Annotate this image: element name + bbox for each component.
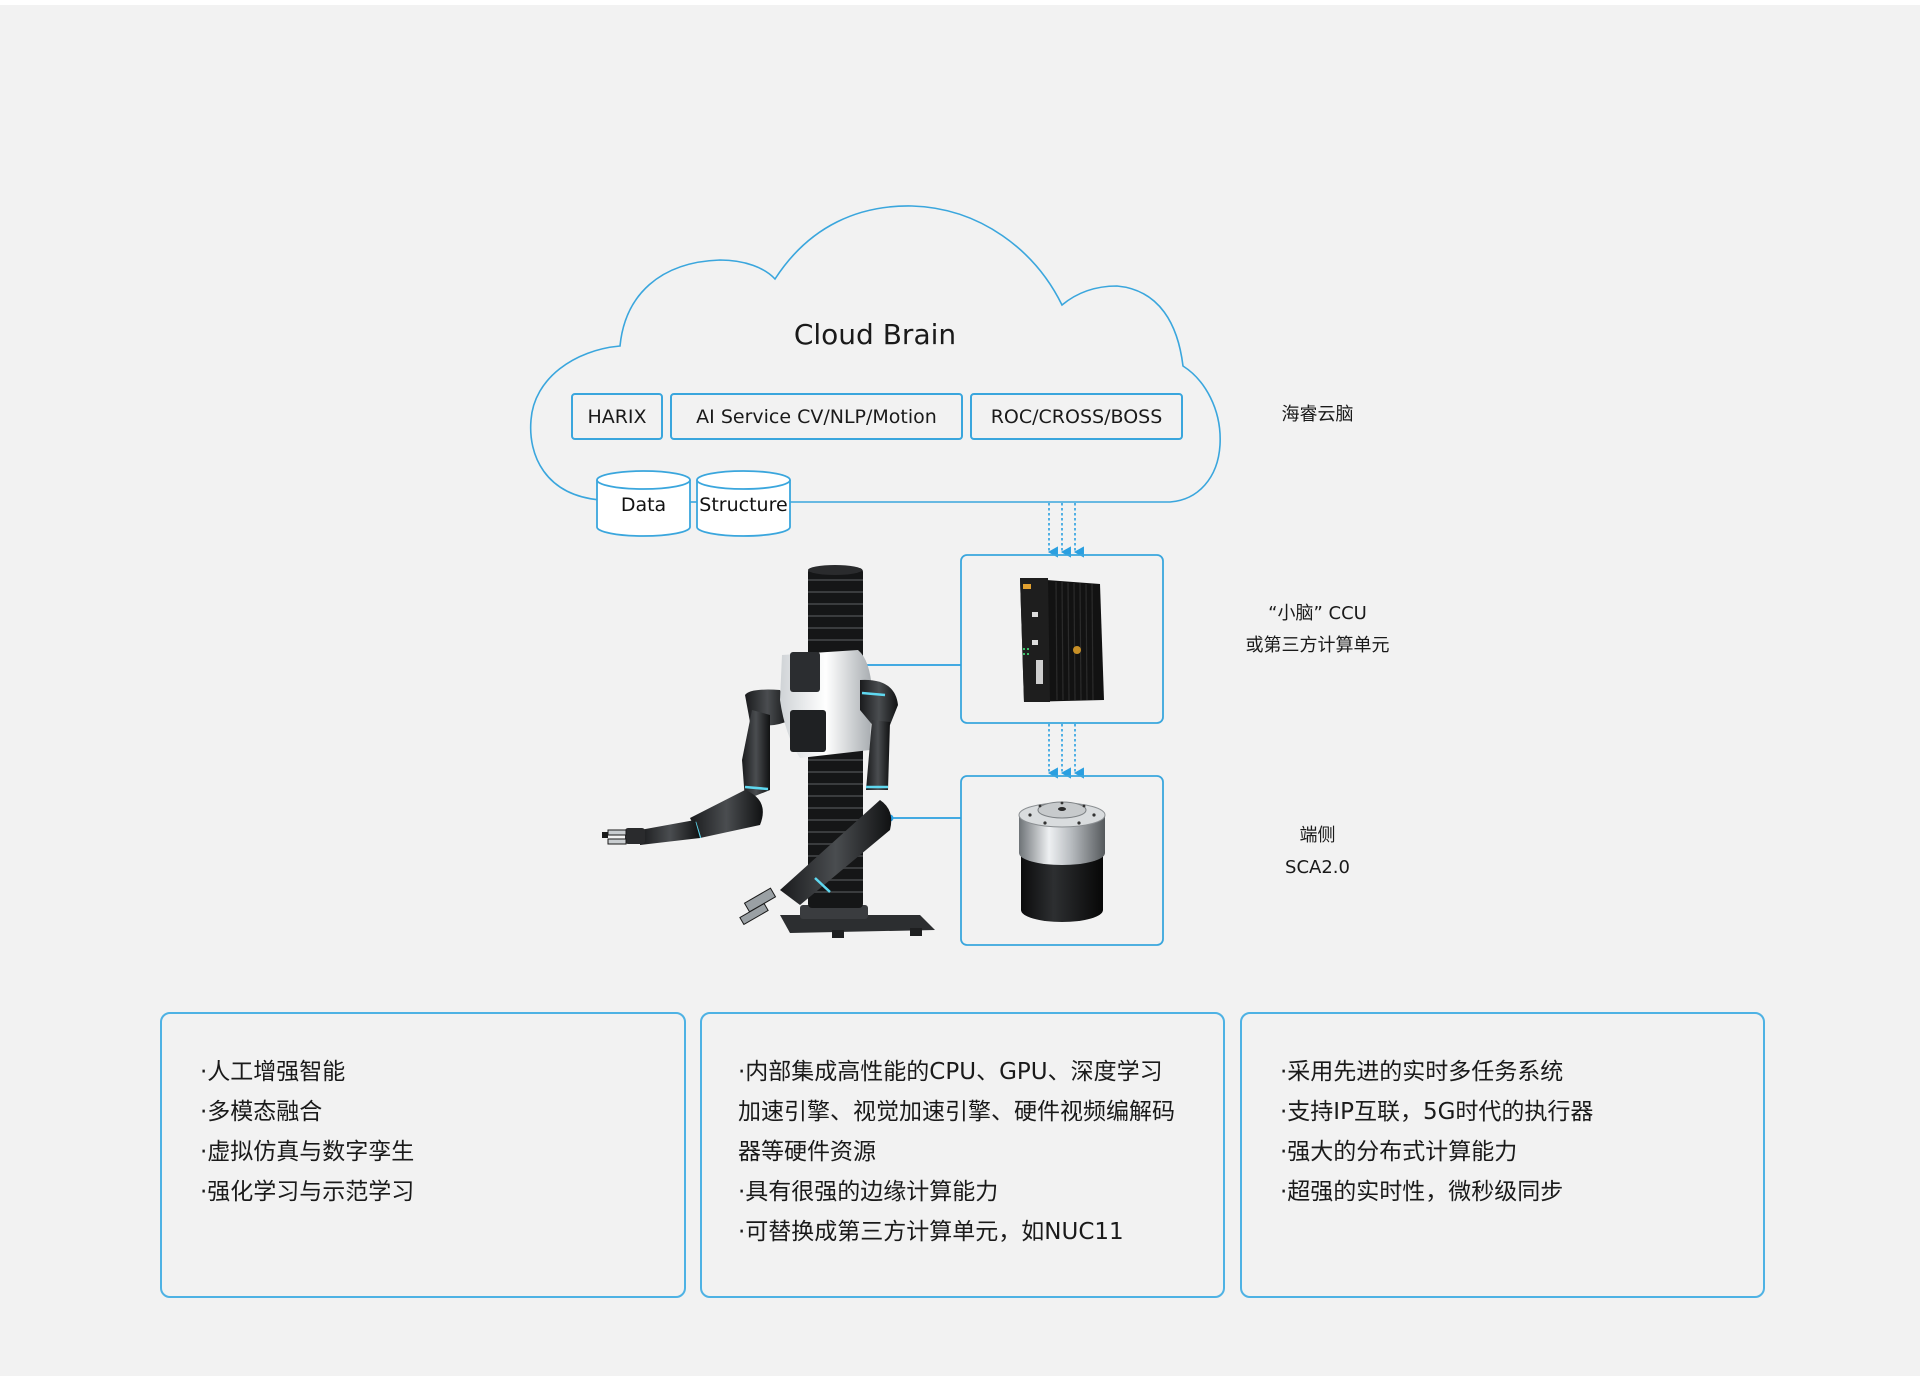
robot-image [602, 565, 935, 938]
ccu-label-line2: 或第三方计算单元 [1245, 635, 1390, 656]
structure-cylinder [696, 470, 791, 537]
data-cylinder [596, 470, 691, 537]
cloud-outline [529, 205, 1221, 503]
ccu-to-sca-arrows [1047, 724, 1084, 779]
cloud-title: Cloud Brain [793, 318, 957, 351]
feature-item: ·可替换成第三方计算单元，如NUC11 [738, 1219, 1124, 1245]
feature-item: ·超强的实时性，微秒级同步 [1280, 1179, 1564, 1205]
feature-item: 器等硬件资源 [738, 1139, 876, 1165]
storage-structure-label: Structure [699, 494, 788, 516]
feature-item: ·强大的分布式计算能力 [1280, 1139, 1518, 1165]
service-ai: AI Service CV/NLP/Motion [670, 393, 963, 440]
feature-box-cloud: ·人工增强智能 ·多模态融合 ·虚拟仿真与数字孪生 ·强化学习与示范学习 [160, 1012, 686, 1298]
feature-item: 加速引擎、视觉加速引擎、硬件视频编解码 [738, 1099, 1175, 1125]
feature-item: ·内部集成高性能的CPU、GPU、深度学习 [738, 1059, 1163, 1085]
feature-item: ·虚拟仿真与数字孪生 [200, 1139, 415, 1165]
ccu-label-line1: “小脑” CCU [1268, 603, 1367, 624]
ccu-device-image [1020, 578, 1104, 702]
feature-item: ·强化学习与示范学习 [200, 1179, 415, 1205]
page-background [0, 5, 1920, 1376]
service-roc: ROC/CROSS/BOSS [970, 393, 1183, 440]
service-harix: HARIX [571, 393, 663, 440]
ccu-box [960, 554, 1164, 724]
edge-label-line2: SCA2.0 [1285, 857, 1350, 878]
feature-box-sca: ·采用先进的实时多任务系统 ·支持IP互联，5G时代的执行器 ·强大的分布式计算… [1240, 1012, 1765, 1298]
storage-data-label: Data [620, 494, 667, 516]
feature-item: ·多模态融合 [200, 1099, 323, 1125]
cloud-brain-label: 海睿云脑 [1281, 404, 1354, 425]
sca-box [960, 775, 1164, 946]
feature-item: ·具有很强的边缘计算能力 [738, 1179, 999, 1205]
sca-actuator-image [1018, 801, 1106, 922]
feature-item: ·采用先进的实时多任务系统 [1280, 1059, 1564, 1085]
feature-item: ·人工增强智能 [200, 1059, 346, 1085]
feature-box-ccu: ·内部集成高性能的CPU、GPU、深度学习 加速引擎、视觉加速引擎、硬件视频编解… [700, 1012, 1225, 1298]
edge-label-line1: 端侧 [1299, 825, 1336, 846]
cloud-to-ccu-arrows [1047, 503, 1084, 558]
feature-item: ·支持IP互联，5G时代的执行器 [1280, 1099, 1594, 1125]
